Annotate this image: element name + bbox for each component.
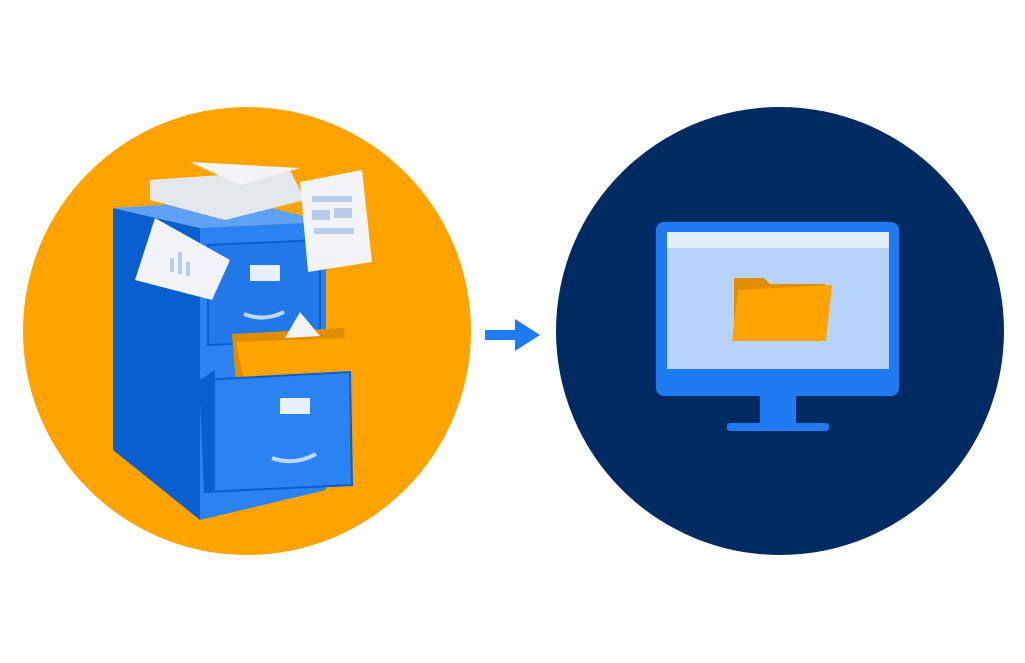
bottom-drawer-handle	[271, 452, 317, 464]
paper-stack	[150, 170, 305, 220]
monitor-stand-neck	[760, 394, 796, 426]
monitor-title-bar	[667, 232, 889, 248]
folder-icon	[732, 278, 832, 341]
computer-monitor-icon	[656, 222, 899, 431]
paper-top-sheet	[190, 162, 300, 185]
paper-form-sheet	[300, 170, 372, 272]
cabinet-open-drawer	[198, 370, 354, 494]
top-drawer-label	[250, 265, 280, 281]
paper-sticking-out	[285, 312, 320, 338]
paper-chart-bars	[170, 252, 190, 276]
arrow-right-icon	[485, 319, 540, 351]
filing-cabinet-icon	[113, 162, 380, 520]
paper-chart-sheet	[135, 218, 230, 300]
paper-form-lines	[312, 196, 354, 234]
top-drawer-handle	[243, 310, 285, 320]
bottom-drawer-label	[280, 398, 310, 414]
monitor-stand-base	[727, 423, 829, 431]
open-drawer-side	[200, 370, 215, 492]
